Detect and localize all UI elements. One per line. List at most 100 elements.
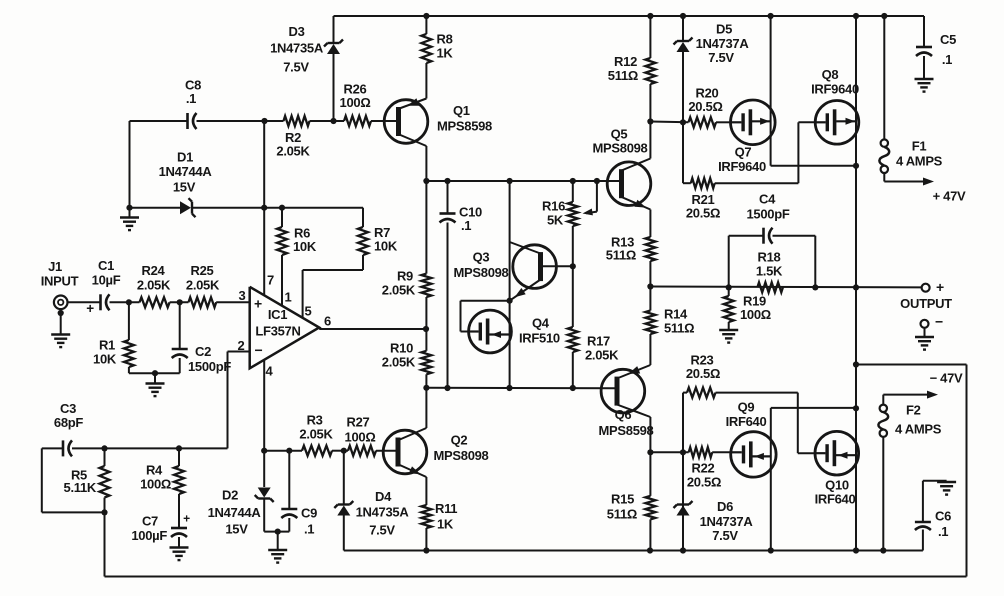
svg-text:D6: D6 <box>717 499 733 514</box>
svg-text:Q1: Q1 <box>453 103 470 118</box>
svg-text:J1: J1 <box>48 259 62 274</box>
svg-text:+: + <box>936 279 944 295</box>
svg-text:MPS8598: MPS8598 <box>599 423 654 438</box>
svg-text:2: 2 <box>238 338 245 353</box>
svg-text:100Ω: 100Ω <box>345 430 376 445</box>
svg-text:511Ω: 511Ω <box>606 248 636 263</box>
svg-text:511Ω: 511Ω <box>664 321 694 336</box>
svg-text:2.05K: 2.05K <box>137 278 171 293</box>
svg-text:R14: R14 <box>664 307 688 322</box>
svg-text:R6: R6 <box>294 226 310 241</box>
svg-text:C2: C2 <box>195 344 211 359</box>
svg-text:+: + <box>183 512 190 526</box>
svg-text:1N4735A: 1N4735A <box>356 505 410 520</box>
svg-text:Q7: Q7 <box>735 145 752 160</box>
svg-text:MPS8098: MPS8098 <box>454 265 509 280</box>
svg-text:R20: R20 <box>696 86 719 101</box>
svg-text:R22: R22 <box>692 461 715 476</box>
svg-text:4 AMPS: 4 AMPS <box>896 154 943 169</box>
svg-text:2.05K: 2.05K <box>585 348 619 363</box>
svg-text:+ 47V: + 47V <box>933 189 966 204</box>
svg-text:Q9: Q9 <box>738 400 755 415</box>
svg-text:1500pF: 1500pF <box>746 207 789 222</box>
svg-text:MPS8098: MPS8098 <box>593 141 648 156</box>
svg-text:.1: .1 <box>461 218 471 233</box>
svg-text:D2: D2 <box>222 488 238 503</box>
svg-text:1N4737A: 1N4737A <box>696 36 750 51</box>
svg-text:7.5V: 7.5V <box>708 50 734 65</box>
svg-text:2.05K: 2.05K <box>382 355 416 370</box>
svg-text:C1: C1 <box>98 258 114 273</box>
svg-text:1K: 1K <box>437 46 454 61</box>
svg-text:LF357N: LF357N <box>255 324 300 339</box>
svg-text:10K: 10K <box>93 352 117 367</box>
svg-text:Q2: Q2 <box>451 433 468 448</box>
svg-text:R4: R4 <box>146 463 163 478</box>
svg-text:Q10: Q10 <box>825 478 849 493</box>
svg-text:F2: F2 <box>906 403 921 418</box>
svg-text:1N4744A: 1N4744A <box>208 505 262 520</box>
svg-text:4: 4 <box>266 364 274 379</box>
svg-text:C6: C6 <box>935 509 951 524</box>
svg-text:100Ω: 100Ω <box>740 307 771 322</box>
svg-text:C4: C4 <box>759 192 776 207</box>
svg-text:R26: R26 <box>344 82 367 97</box>
svg-text:20.5Ω: 20.5Ω <box>688 99 722 114</box>
svg-text:4 AMPS: 4 AMPS <box>895 422 942 437</box>
svg-text:511Ω: 511Ω <box>607 507 637 522</box>
svg-text:1.5K: 1.5K <box>756 264 783 279</box>
svg-text:Q6: Q6 <box>615 407 632 422</box>
svg-text:7.5V: 7.5V <box>283 60 309 75</box>
svg-text:1: 1 <box>285 290 292 305</box>
svg-text:C10: C10 <box>459 205 482 220</box>
svg-text:1N4735A: 1N4735A <box>270 41 324 56</box>
svg-text:R17: R17 <box>587 334 610 349</box>
svg-text:R24: R24 <box>142 263 166 278</box>
svg-text:1N4744A: 1N4744A <box>159 164 213 179</box>
svg-text:R9: R9 <box>397 269 413 284</box>
svg-text:R12: R12 <box>614 54 637 69</box>
svg-text:68pF: 68pF <box>54 415 84 430</box>
svg-text:R19: R19 <box>743 294 766 309</box>
svg-text:Q8: Q8 <box>822 67 839 82</box>
svg-text:7: 7 <box>267 273 274 288</box>
svg-text:100µF: 100µF <box>131 528 167 543</box>
svg-text:.1: .1 <box>938 524 948 539</box>
svg-text:F1: F1 <box>912 139 927 154</box>
svg-text:R25: R25 <box>191 263 214 278</box>
svg-text:Q5: Q5 <box>611 127 628 142</box>
svg-text:D4: D4 <box>375 489 392 504</box>
svg-text:R21: R21 <box>692 192 715 207</box>
svg-text:R13: R13 <box>611 235 634 250</box>
svg-text:OUTPUT: OUTPUT <box>900 296 952 311</box>
svg-text:R18: R18 <box>758 250 781 265</box>
svg-text:D5: D5 <box>716 22 732 37</box>
svg-text:R27: R27 <box>347 415 370 430</box>
svg-text:R7: R7 <box>374 225 390 240</box>
svg-text:MPS8598: MPS8598 <box>437 119 492 134</box>
svg-text:R2: R2 <box>285 130 301 145</box>
svg-text:− 47V: − 47V <box>930 371 963 386</box>
svg-text:.1: .1 <box>304 522 314 537</box>
svg-text:7.5V: 7.5V <box>712 528 738 543</box>
svg-text:15V: 15V <box>173 180 196 195</box>
svg-text:IRF510: IRF510 <box>519 331 560 346</box>
svg-text:R1: R1 <box>99 338 115 353</box>
svg-text:5: 5 <box>305 304 312 319</box>
svg-text:100Ω: 100Ω <box>140 477 171 492</box>
svg-text:R8: R8 <box>437 32 453 47</box>
svg-text:.1: .1 <box>942 52 952 67</box>
svg-text:2.05K: 2.05K <box>186 278 220 293</box>
svg-text:Q3: Q3 <box>473 250 490 265</box>
svg-text:IC1: IC1 <box>268 307 287 322</box>
svg-text:MPS8098: MPS8098 <box>434 448 489 463</box>
svg-text:−: − <box>935 314 943 330</box>
svg-text:2.05K: 2.05K <box>299 427 333 442</box>
svg-text:IRF9640: IRF9640 <box>718 159 766 174</box>
svg-text:6: 6 <box>324 314 331 329</box>
svg-text:1500pF: 1500pF <box>188 359 231 374</box>
svg-text:R11: R11 <box>435 501 457 516</box>
svg-text:C5: C5 <box>940 32 956 47</box>
svg-text:2.05K: 2.05K <box>276 144 310 159</box>
svg-text:7.5V: 7.5V <box>369 523 395 538</box>
